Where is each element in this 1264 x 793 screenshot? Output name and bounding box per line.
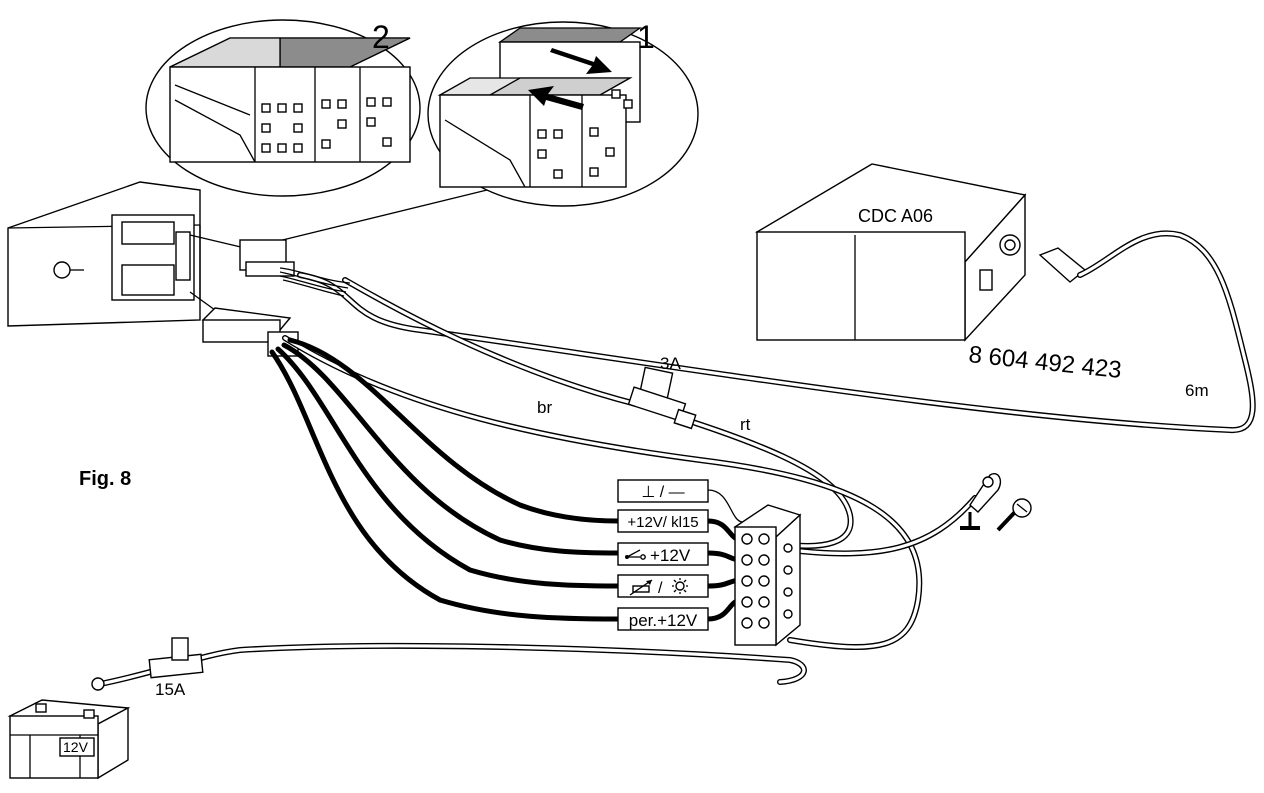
cable-length: 6m [1185,381,1209,400]
terminal-block [733,504,802,647]
label-ground: ⊥ / — [641,484,684,501]
cd-changer [754,163,1027,342]
inline-fuse-3a [627,366,697,430]
label-illumination: / [658,580,663,597]
car-battery [7,699,131,780]
wire-brown-label: br [537,398,552,417]
radio-mounting-bolt-icon [53,261,71,279]
arrow-left-icon [528,86,584,110]
changer-label: CDC A06 [858,206,933,226]
harness-bundle [279,267,351,297]
terminal-labels: ⊥ / — +12V/ kl15 +12V / per.+12V [617,479,709,631]
arrow-right-icon [550,48,612,74]
switch-icon [625,549,646,560]
power-connector [201,307,299,357]
dimmer-icon [629,579,653,596]
detail-number-1: 1 [637,19,655,55]
ground-screw-icon [996,498,1032,532]
label-permanent: per.+12V [629,611,698,630]
ground-symbol-icon [960,512,980,530]
fuse-3a-label: 3A [660,354,681,373]
adapter-connector-top [239,239,295,277]
radio-housing [7,181,201,327]
fuse-15a-label: 15A [155,680,186,699]
connector-block-1 [437,27,643,188]
ground-eyelet [969,473,1002,513]
leader-line-1 [257,189,488,247]
battery-voltage-label: 12V [63,739,89,755]
light-icon [672,578,688,594]
detail-number-2: 2 [372,19,390,55]
wire-red-label: rt [740,415,751,434]
figure-label: Fig. 8 [79,468,131,490]
label-switched: +12V [650,546,691,565]
cable-part-number: 8 604 492 423 [967,341,1122,384]
label-ignition: +12V/ kl15 [627,514,698,531]
battery-fuse-15a [91,637,204,691]
connector-block-2 [169,37,411,163]
